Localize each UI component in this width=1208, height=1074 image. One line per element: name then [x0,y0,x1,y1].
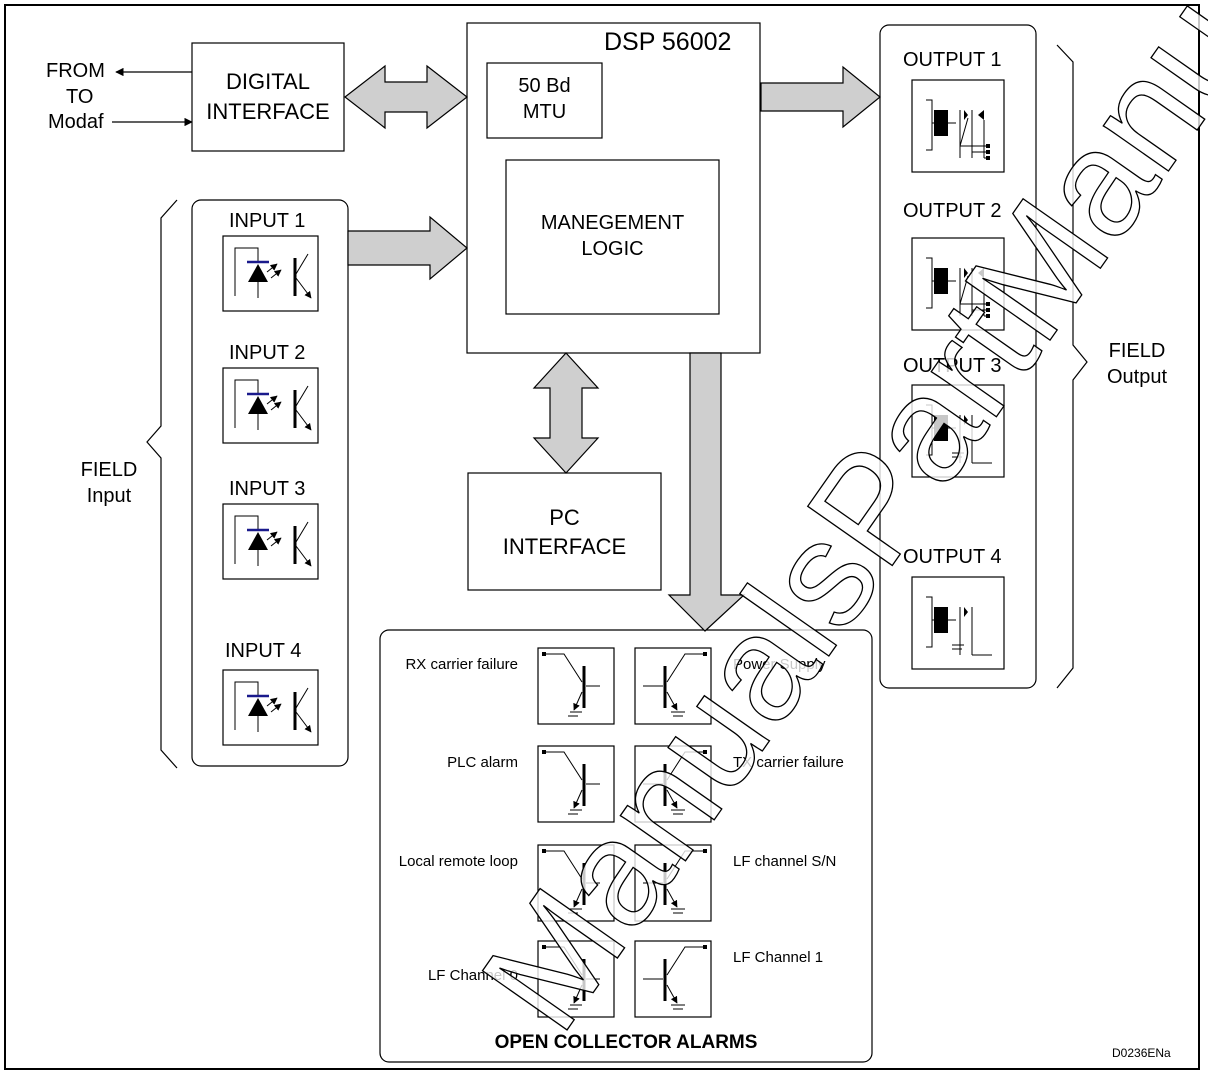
relay-output-2 [911,237,1005,331]
modaf-label: Modaf [48,111,104,133]
field-input-line2: Input [86,485,132,507]
to-label: TO [66,86,94,108]
digital-interface-line1: DIGITAL [226,69,310,94]
optocoupler-input-4 [222,669,319,746]
input-panel [191,199,349,767]
pc-interface-line1: PC [549,505,580,530]
diagram-frame [4,4,1200,1070]
alarms-title: OPEN COLLECTOR ALARMS [494,1032,758,1053]
alarm-local-remote-loop: Local remote loop [398,853,518,870]
digital-interface-line2: INTERFACE [206,99,330,124]
optocoupler-input-1 [222,235,319,312]
from-label: FROM [46,60,105,82]
output-1-label: OUTPUT 1 [903,49,1002,71]
field-output-line2: Output [1106,366,1168,388]
dsp-title: DSP 56002 [604,28,732,56]
relay-output-4 [911,576,1005,670]
alarm-rx-carrier-failure: RX carrier failure [405,656,518,673]
relay-output-1 [911,79,1005,173]
input-to-dsp-arrow [347,215,468,281]
digital-interface-box [191,42,345,152]
alarm-transistor-left-1 [537,647,615,725]
digital-dsp-arrow [344,64,468,130]
alarm-lf-channel-1: LF Channel 1 [733,949,824,966]
field-output-brace [1056,44,1088,689]
alarm-tx-carrier-failure: TX carrier failure [733,754,844,771]
alarm-transistor-left-2 [537,745,615,823]
dsp-pc-arrow [532,352,600,474]
output-3-label: OUTPUT 3 [903,355,1002,377]
optocoupler-input-2 [222,367,319,444]
alarm-transistor-left-3 [537,844,615,922]
alarm-transistor-right-3 [634,844,712,922]
relay-output-3 [911,384,1005,478]
dsp-to-alarms-arrow [667,352,746,632]
alarm-transistor-right-2 [634,745,712,823]
field-input-brace [146,199,178,769]
alarm-transistor-right-1 [634,647,712,725]
alarm-power-supply: Power Supply [733,656,826,673]
field-input-line1: FIELD [80,459,138,481]
output-2-label: OUTPUT 2 [903,200,1002,222]
mtu-line1: 50 Bd [518,75,571,97]
input-1-label: INPUT 1 [229,210,306,232]
dsp-to-output-arrow [760,65,881,129]
pc-interface-box [467,472,662,591]
alarm-lf-channel-0: LF Channel 0 [427,967,518,984]
logic-line2: LOGIC [581,238,644,260]
mtu-box [486,62,603,139]
document-code: D0236ENa [1112,1046,1171,1060]
alarm-plc-alarm: PLC alarm [447,754,518,771]
management-logic-box [505,159,720,315]
input-2-label: INPUT 2 [229,342,306,364]
optocoupler-input-3 [222,503,319,580]
output-4-label: OUTPUT 4 [903,546,1002,568]
mtu-line2: MTU [522,101,567,123]
alarm-transistor-left-4 [537,940,615,1018]
logic-line1: MANEGEMENT [540,212,685,234]
alarm-lf-channel-sn: LF channel S/N [733,853,837,870]
output-panel [879,24,1037,689]
alarm-transistor-right-4 [634,940,712,1018]
input-4-label: INPUT 4 [225,640,302,662]
bus-arrows [344,64,881,632]
field-output-line1: FIELD [1108,340,1166,362]
input-3-label: INPUT 3 [229,478,306,500]
alarms-panel [379,629,873,1063]
pc-interface-line2: INTERFACE [502,534,627,559]
